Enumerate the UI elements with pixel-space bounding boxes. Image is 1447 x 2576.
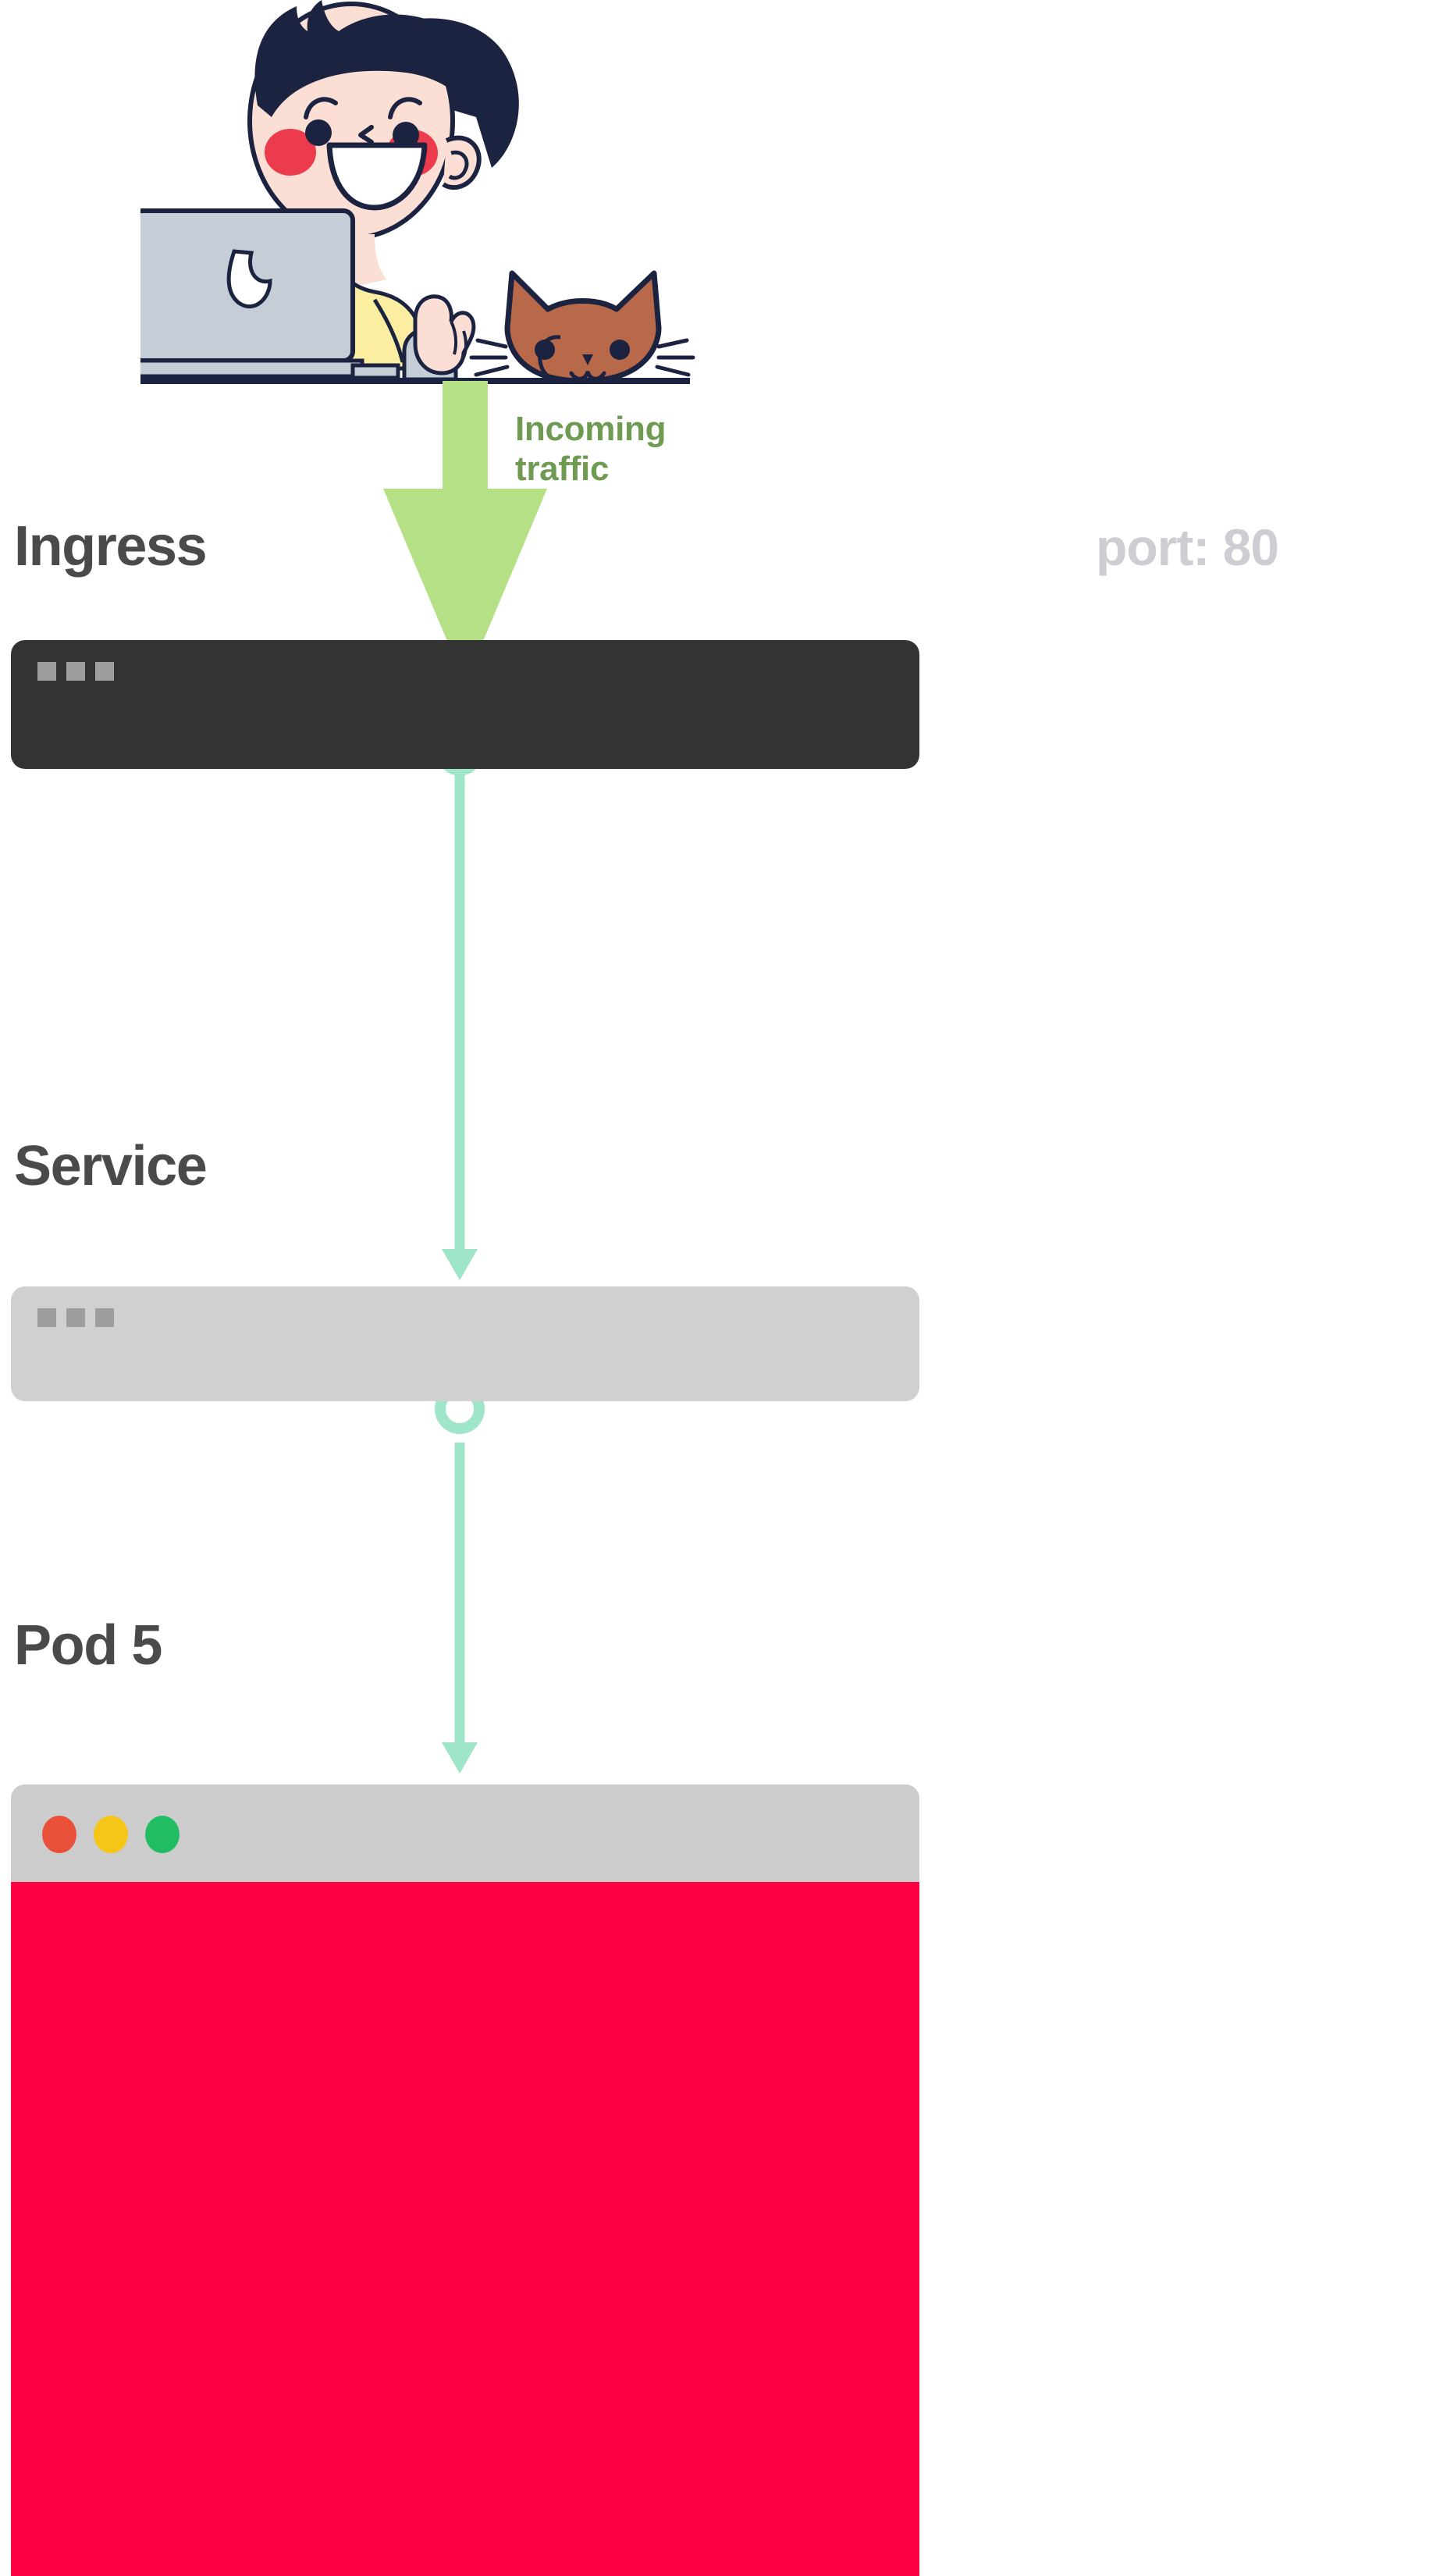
boy-hand-icon — [413, 294, 476, 375]
port-annotation: port: 80 — [1096, 518, 1279, 576]
boy-wink-icon — [358, 125, 374, 144]
boy-ear-icon — [442, 135, 482, 190]
boy-brow-right-icon — [388, 97, 422, 119]
window-dot-2-icon — [66, 662, 85, 681]
window-dot-1-icon — [37, 1308, 56, 1327]
cat-icon — [469, 270, 695, 384]
service-window-dots — [37, 1308, 114, 1327]
hand-finger-line-2 — [462, 330, 468, 358]
boy-smile-icon — [326, 142, 428, 211]
incoming-traffic-arrow-icon — [383, 381, 547, 684]
ingress-window-dots — [37, 662, 114, 681]
hand-finger-line-1 — [450, 321, 458, 355]
brow-spacer — [445, 20, 451, 26]
boy-hair-icon — [254, 0, 489, 133]
maximize-dot-icon[interactable] — [145, 1816, 180, 1853]
minimize-dot-icon[interactable] — [94, 1816, 128, 1853]
close-dot-icon[interactable] — [42, 1816, 76, 1853]
window-dot-3-icon — [95, 1308, 114, 1327]
window-dot-2-icon — [66, 1308, 85, 1327]
pod-traffic-lights — [42, 1816, 180, 1853]
section-label-ingress: Ingress — [14, 515, 208, 578]
laptop-logo-icon — [226, 249, 272, 309]
boy-ear-inner-icon — [448, 150, 469, 180]
section-label-service: Service — [14, 1135, 208, 1197]
boy-cheek-left-icon — [265, 129, 316, 176]
connector-arrowhead-pod — [442, 1742, 478, 1774]
window-dot-1-icon — [37, 662, 56, 681]
boy-brow-left-icon — [304, 97, 338, 119]
incoming-traffic-label: Incoming traffic — [515, 410, 667, 489]
section-label-pod: Pod 5 — [14, 1614, 162, 1677]
boy-arm-crease-icon — [372, 298, 405, 363]
pod-window-title-bar[interactable] — [11, 1784, 919, 1882]
service-window-bar[interactable] — [11, 1286, 919, 1401]
connector-arrowhead-service — [442, 1249, 478, 1280]
laptop-base-icon — [140, 358, 364, 379]
window-dot-3-icon — [95, 662, 114, 681]
person-at-laptop-illustration — [140, 0, 695, 384]
pod-window-body — [11, 1882, 919, 2576]
boy-eye-left-icon — [305, 119, 332, 146]
boy-eye-right-icon — [393, 122, 419, 148]
laptop-foot-icon — [350, 363, 400, 380]
ingress-window-bar[interactable] — [11, 640, 919, 769]
